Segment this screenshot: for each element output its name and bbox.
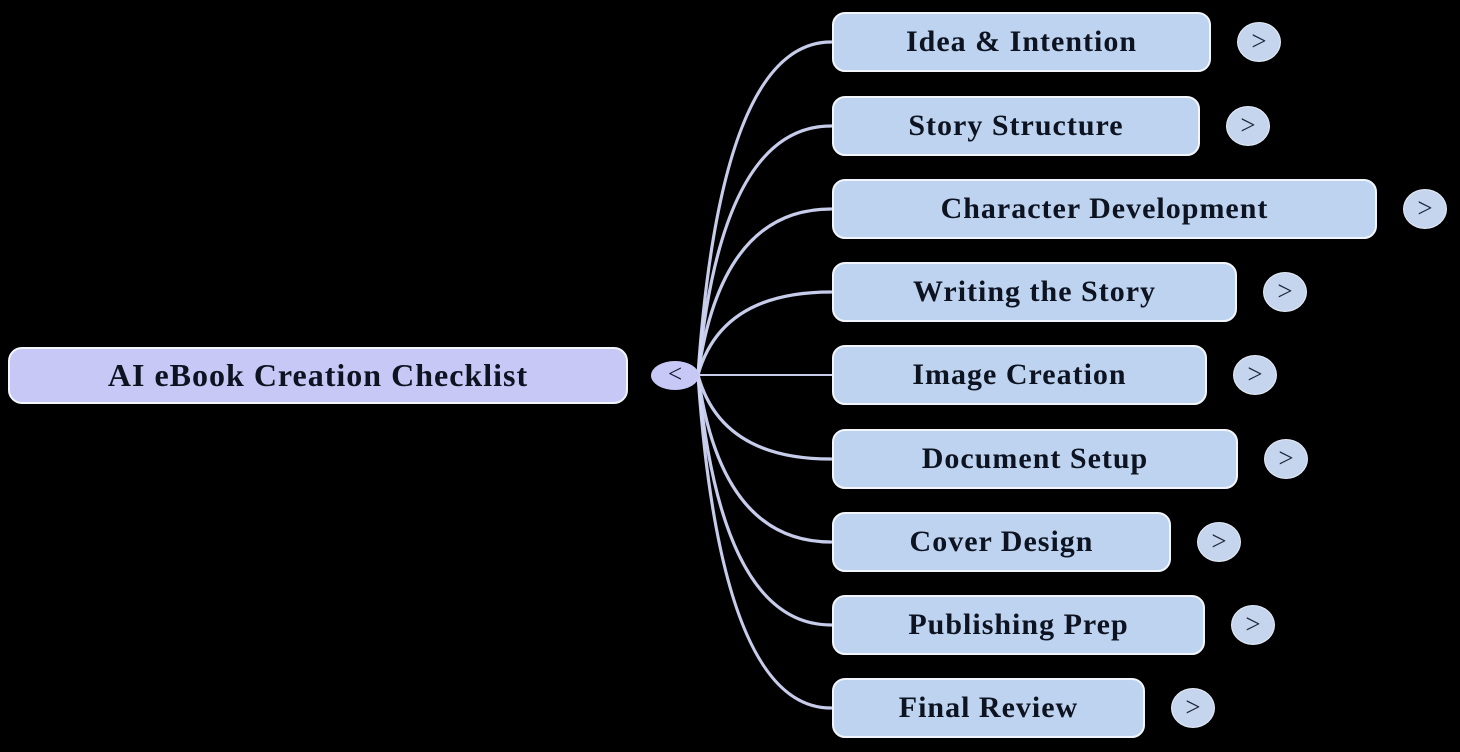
root-node-label: AI eBook Creation Checklist xyxy=(107,357,529,393)
connector-line xyxy=(696,207,833,377)
node-label: Character Development xyxy=(940,192,1269,225)
chevron-left-icon: < xyxy=(667,361,683,388)
node-idea-intention[interactable]: Idea & Intention xyxy=(832,12,1211,72)
chevron-right-icon: > xyxy=(1251,25,1267,56)
node-writing-the-story[interactable]: Writing the Story xyxy=(832,262,1237,322)
chevron-right-icon: > xyxy=(1277,275,1293,306)
collapse-button[interactable]: < xyxy=(651,361,699,390)
connector-line xyxy=(696,373,833,710)
root-node[interactable]: AI eBook Creation Checklist xyxy=(8,347,628,404)
node-label: Writing the Story xyxy=(912,275,1157,308)
connector-line xyxy=(696,290,833,377)
expand-button-character-development[interactable]: > xyxy=(1403,189,1447,229)
node-label: Idea & Intention xyxy=(905,25,1138,58)
node-label: Final Review xyxy=(898,691,1079,724)
expand-button-document-setup[interactable]: > xyxy=(1264,439,1308,479)
connector-line xyxy=(696,373,833,544)
node-image-creation[interactable]: Image Creation xyxy=(832,345,1207,405)
node-label: Image Creation xyxy=(912,358,1127,391)
chevron-right-icon: > xyxy=(1211,525,1227,556)
node-label: Cover Design xyxy=(909,525,1094,558)
node-publishing-prep[interactable]: Publishing Prep xyxy=(832,595,1205,655)
node-label: Document Setup xyxy=(921,442,1149,475)
expand-button-publishing-prep[interactable]: > xyxy=(1231,605,1275,645)
connector-line xyxy=(696,373,833,627)
chevron-right-icon: > xyxy=(1417,192,1433,223)
node-label: Story Structure xyxy=(908,109,1124,142)
node-character-development[interactable]: Character Development xyxy=(832,179,1377,239)
connector-line xyxy=(696,40,833,377)
expand-button-story-structure[interactable]: > xyxy=(1226,106,1270,146)
expand-button-cover-design[interactable]: > xyxy=(1197,522,1241,562)
chevron-right-icon: > xyxy=(1278,442,1294,473)
node-label: Publishing Prep xyxy=(908,608,1129,641)
connector-line xyxy=(696,124,833,377)
expand-button-writing-the-story[interactable]: > xyxy=(1263,272,1307,312)
expand-button-image-creation[interactable]: > xyxy=(1233,355,1277,395)
chevron-right-icon: > xyxy=(1245,608,1261,639)
node-cover-design[interactable]: Cover Design xyxy=(832,512,1171,572)
node-document-setup[interactable]: Document Setup xyxy=(832,429,1238,489)
expand-button-idea-intention[interactable]: > xyxy=(1237,22,1281,62)
node-story-structure[interactable]: Story Structure xyxy=(832,96,1200,156)
chevron-right-icon: > xyxy=(1185,691,1201,722)
chevron-right-icon: > xyxy=(1247,358,1263,389)
expand-button-final-review[interactable]: > xyxy=(1171,688,1215,728)
chevron-right-icon: > xyxy=(1240,109,1256,140)
connector-line xyxy=(696,373,833,461)
node-final-review[interactable]: Final Review xyxy=(832,678,1145,738)
